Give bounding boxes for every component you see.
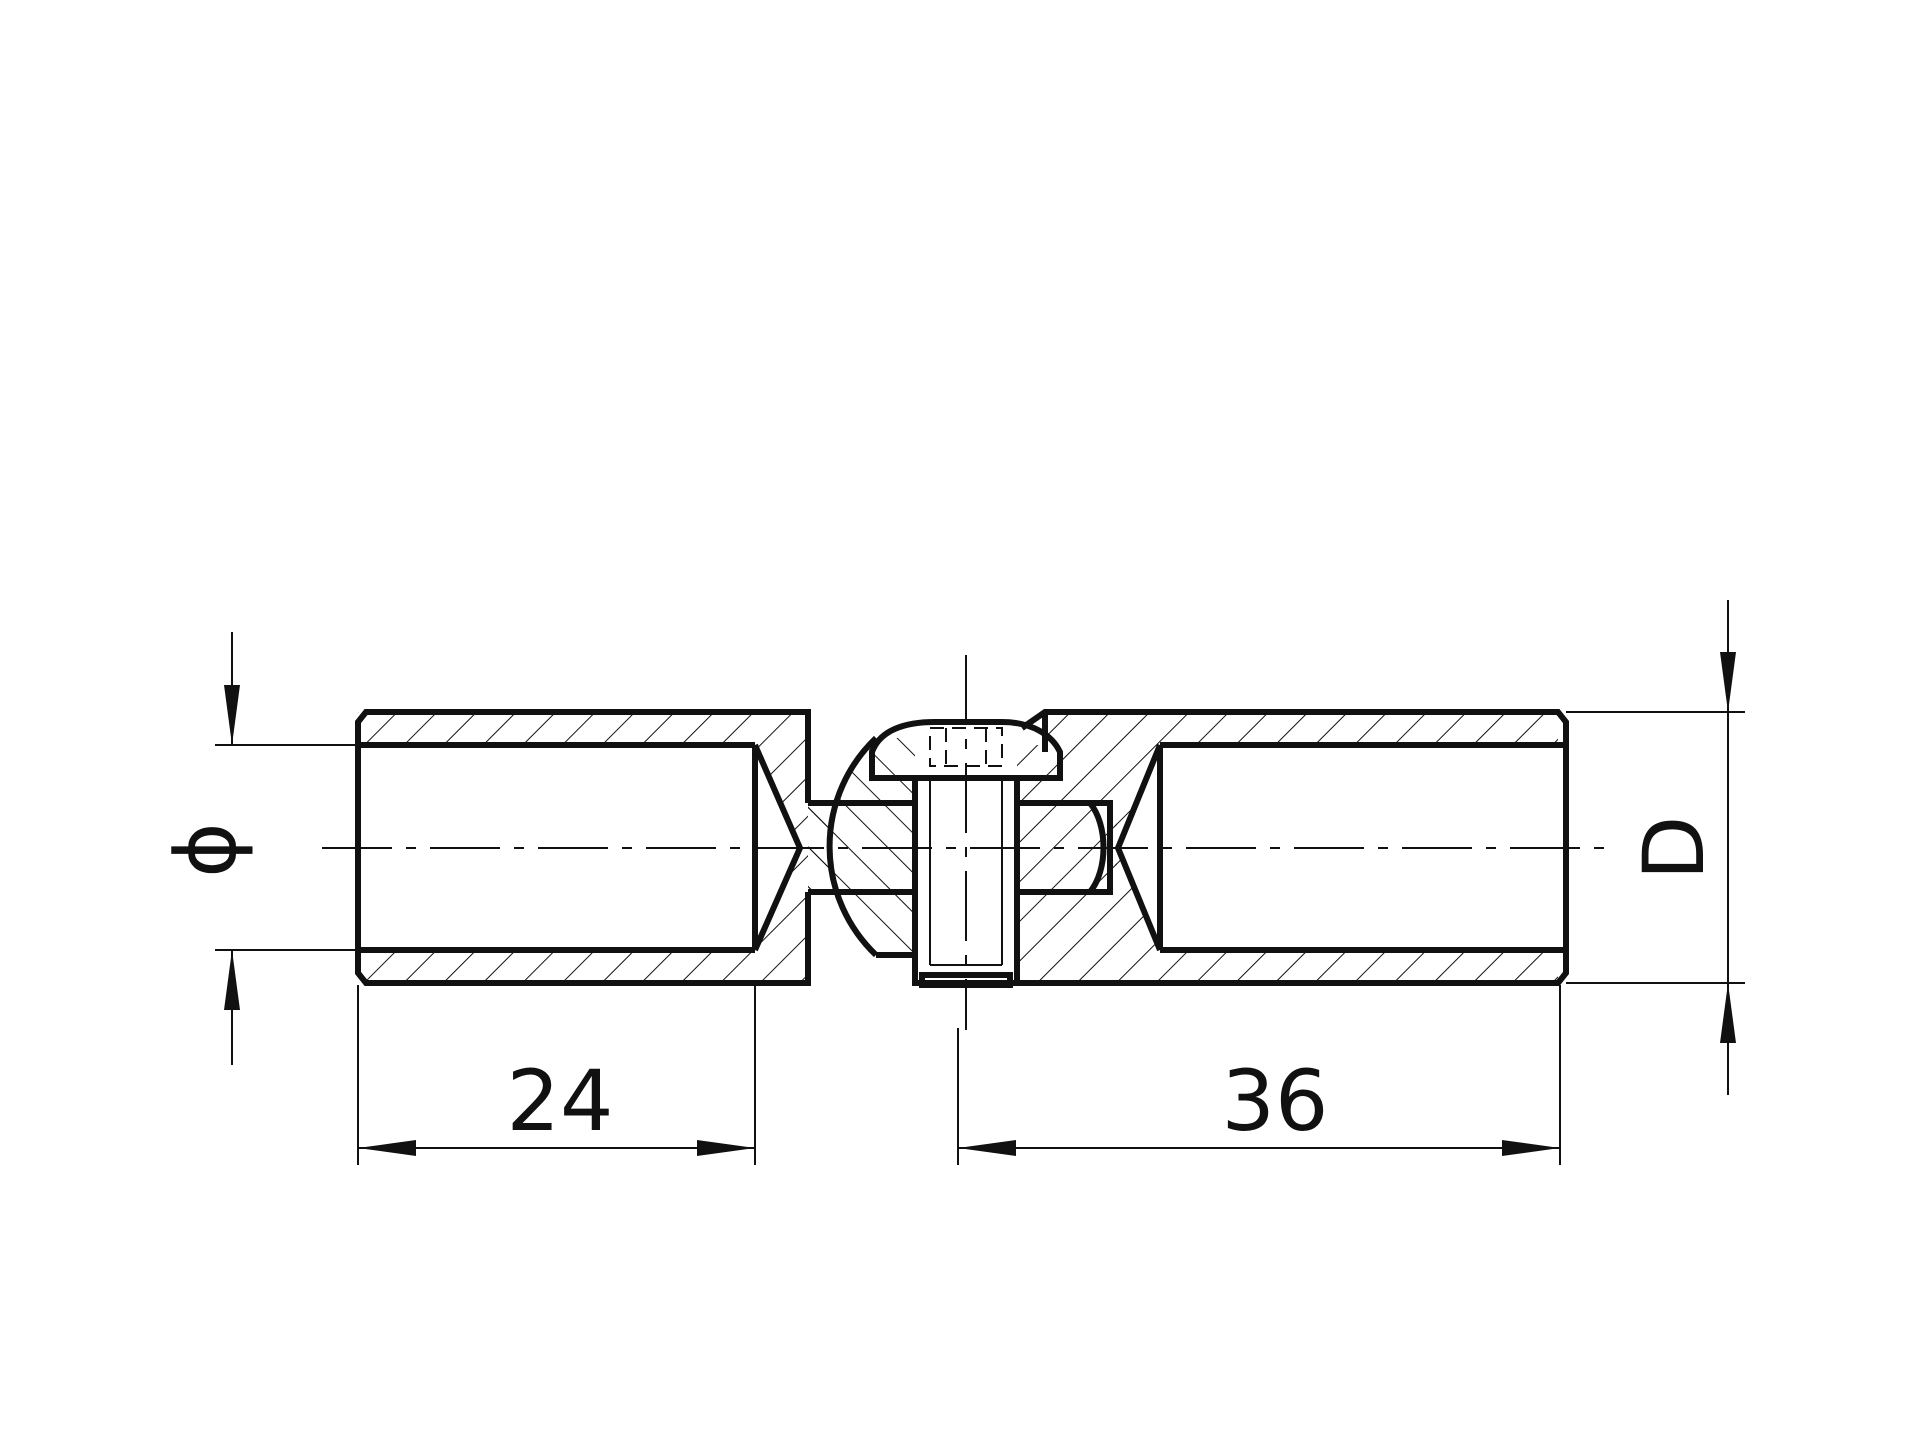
left-sleeve-bottom-wall	[358, 950, 808, 983]
arrow-down	[1720, 652, 1736, 712]
arrow-up	[224, 950, 240, 1010]
left-ball-joint	[808, 735, 915, 958]
arrow-right	[697, 1140, 755, 1156]
arrow-up	[1720, 983, 1736, 1043]
left-diameter-dimension: ϕ	[157, 632, 358, 1065]
arrow-left	[958, 1140, 1016, 1156]
diameter-symbol-label: ϕ	[157, 822, 255, 877]
left-length-dimension: 24	[357, 985, 756, 1165]
right-sleeve-bottom-wall	[1160, 950, 1558, 983]
length-36-label: 36	[1222, 1052, 1329, 1150]
length-24-label: 24	[507, 1052, 614, 1150]
right-sleeve	[1014, 709, 1569, 986]
right-diameter-dimension: D	[1566, 600, 1745, 1095]
arrow-right	[1502, 1140, 1560, 1156]
left-ball-section	[808, 738, 915, 955]
arrow-down	[224, 685, 240, 745]
right-sleeve-body-section-bottom	[1017, 848, 1160, 983]
left-sleeve-cone-section	[755, 745, 808, 950]
diameter-d-label: D	[1625, 816, 1723, 881]
right-length-dimension: 36	[957, 985, 1561, 1165]
right-sleeve-top-wall	[1160, 712, 1558, 745]
left-sleeve-top-wall	[358, 712, 808, 745]
right-sleeve-body-section-top	[1017, 712, 1160, 848]
arrow-left	[358, 1140, 416, 1156]
